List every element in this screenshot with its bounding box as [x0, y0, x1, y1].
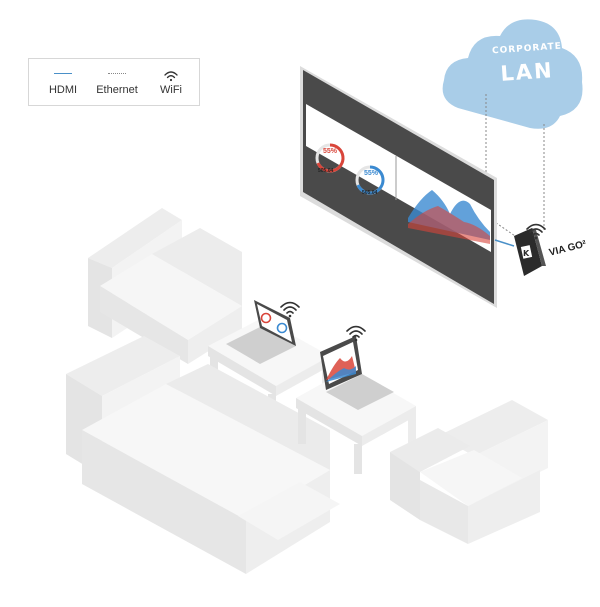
ethernet-line-icon — [87, 69, 147, 79]
armchair-left — [88, 208, 242, 364]
hdmi-cable — [494, 239, 515, 247]
armchair-right — [390, 400, 548, 544]
legend-label-wifi: WiFi — [160, 84, 182, 96]
laptop-2 — [320, 336, 394, 410]
wifi-icon — [141, 69, 201, 82]
legend: HDMI Ethernet WiFi — [28, 58, 200, 106]
svg-text:K: K — [523, 249, 530, 258]
legend-item-hdmi: HDMI — [33, 59, 93, 107]
gauge-2-caption: 505.04 — [362, 190, 378, 196]
gauge-1-value: 55% — [323, 148, 338, 155]
gauge-2-value: 55% — [364, 170, 379, 177]
wall-display — [300, 66, 497, 308]
corporate-lan-cloud — [442, 19, 583, 129]
laptop-1 — [226, 300, 296, 364]
legend-label-hdmi: HDMI — [48, 84, 78, 96]
via-go-device: K — [514, 228, 546, 276]
legend-item-ethernet: Ethernet — [87, 59, 147, 107]
legend-label-ethernet: Ethernet — [96, 84, 138, 96]
hdmi-line-icon — [33, 69, 93, 79]
gauge-1-caption: 505.04 — [318, 168, 334, 174]
sofa — [66, 336, 340, 574]
legend-item-wifi: WiFi — [141, 59, 201, 107]
